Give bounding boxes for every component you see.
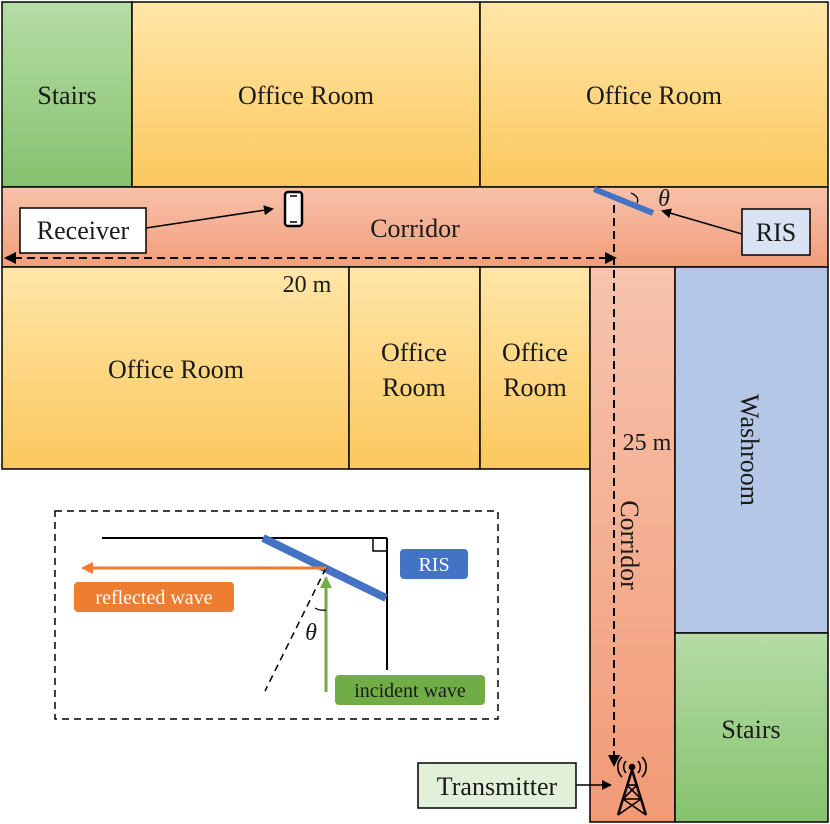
vertical-dimension-arrow-bottom xyxy=(608,755,620,767)
ris-label: RIS xyxy=(756,218,796,247)
stairs-bottom-room xyxy=(674,632,829,823)
corridor-horizontal-label: Corridor xyxy=(370,214,460,243)
office-top-right-label: Office Room xyxy=(586,81,722,110)
inset-incident-badge xyxy=(335,675,485,705)
office-mid-2-label-line1: Office xyxy=(381,338,447,367)
corridor-vertical-label: Corridor xyxy=(615,500,644,590)
horizontal-dimension-arrow-right xyxy=(605,252,617,264)
inset-angle-symbol: θ xyxy=(305,620,317,646)
office-mid-left-room xyxy=(1,266,350,470)
office-top-right-room xyxy=(479,1,829,188)
office-mid-3-room xyxy=(479,266,591,470)
antenna-tower-icon xyxy=(616,756,648,816)
washroom-room xyxy=(674,266,829,634)
inset-angle-arc xyxy=(314,607,327,611)
transmitter-box xyxy=(417,762,577,809)
ris-panel xyxy=(592,186,655,216)
inset-ris-badge xyxy=(400,549,468,579)
stairs-top-room xyxy=(1,1,133,188)
angle-symbol: θ xyxy=(658,186,670,212)
stairs-top-label: Stairs xyxy=(37,81,96,110)
corridor-vertical xyxy=(589,266,676,823)
inset-reflected-label: reflected wave xyxy=(95,587,212,609)
receiver-label: Receiver xyxy=(37,216,130,245)
phone-icon xyxy=(283,190,304,228)
office-mid-3-label-line2: Room xyxy=(503,373,567,402)
office-top-left-label: Office Room xyxy=(238,81,374,110)
inset-incident-label: incident wave xyxy=(354,680,466,702)
transmitter-label: Transmitter xyxy=(437,772,558,801)
ris-box xyxy=(741,208,811,256)
office-top-left-room xyxy=(131,1,481,188)
vertical-dimension-label: 25 m xyxy=(623,430,672,456)
receiver-arrow xyxy=(145,205,274,229)
horizontal-dimension-label: 20 m xyxy=(283,272,332,298)
inset-right-angle-mark xyxy=(372,538,387,552)
stairs-bottom-label: Stairs xyxy=(721,715,780,744)
office-mid-2-room xyxy=(348,266,481,470)
office-mid-3-label-line1: Office xyxy=(502,338,568,367)
office-mid-2-label-line2: Room xyxy=(382,373,446,402)
washroom-label: Washroom xyxy=(735,394,764,506)
inset-ris-label: RIS xyxy=(418,554,449,576)
angle-arc xyxy=(630,192,639,204)
receiver-box xyxy=(19,207,147,254)
inset-normal-dashed xyxy=(264,567,327,692)
ris-arrow xyxy=(661,208,743,235)
office-mid-left-label: Office Room xyxy=(108,355,244,384)
inset-reflected-badge xyxy=(74,582,234,612)
horizontal-dimension-arrow-left xyxy=(4,252,16,264)
